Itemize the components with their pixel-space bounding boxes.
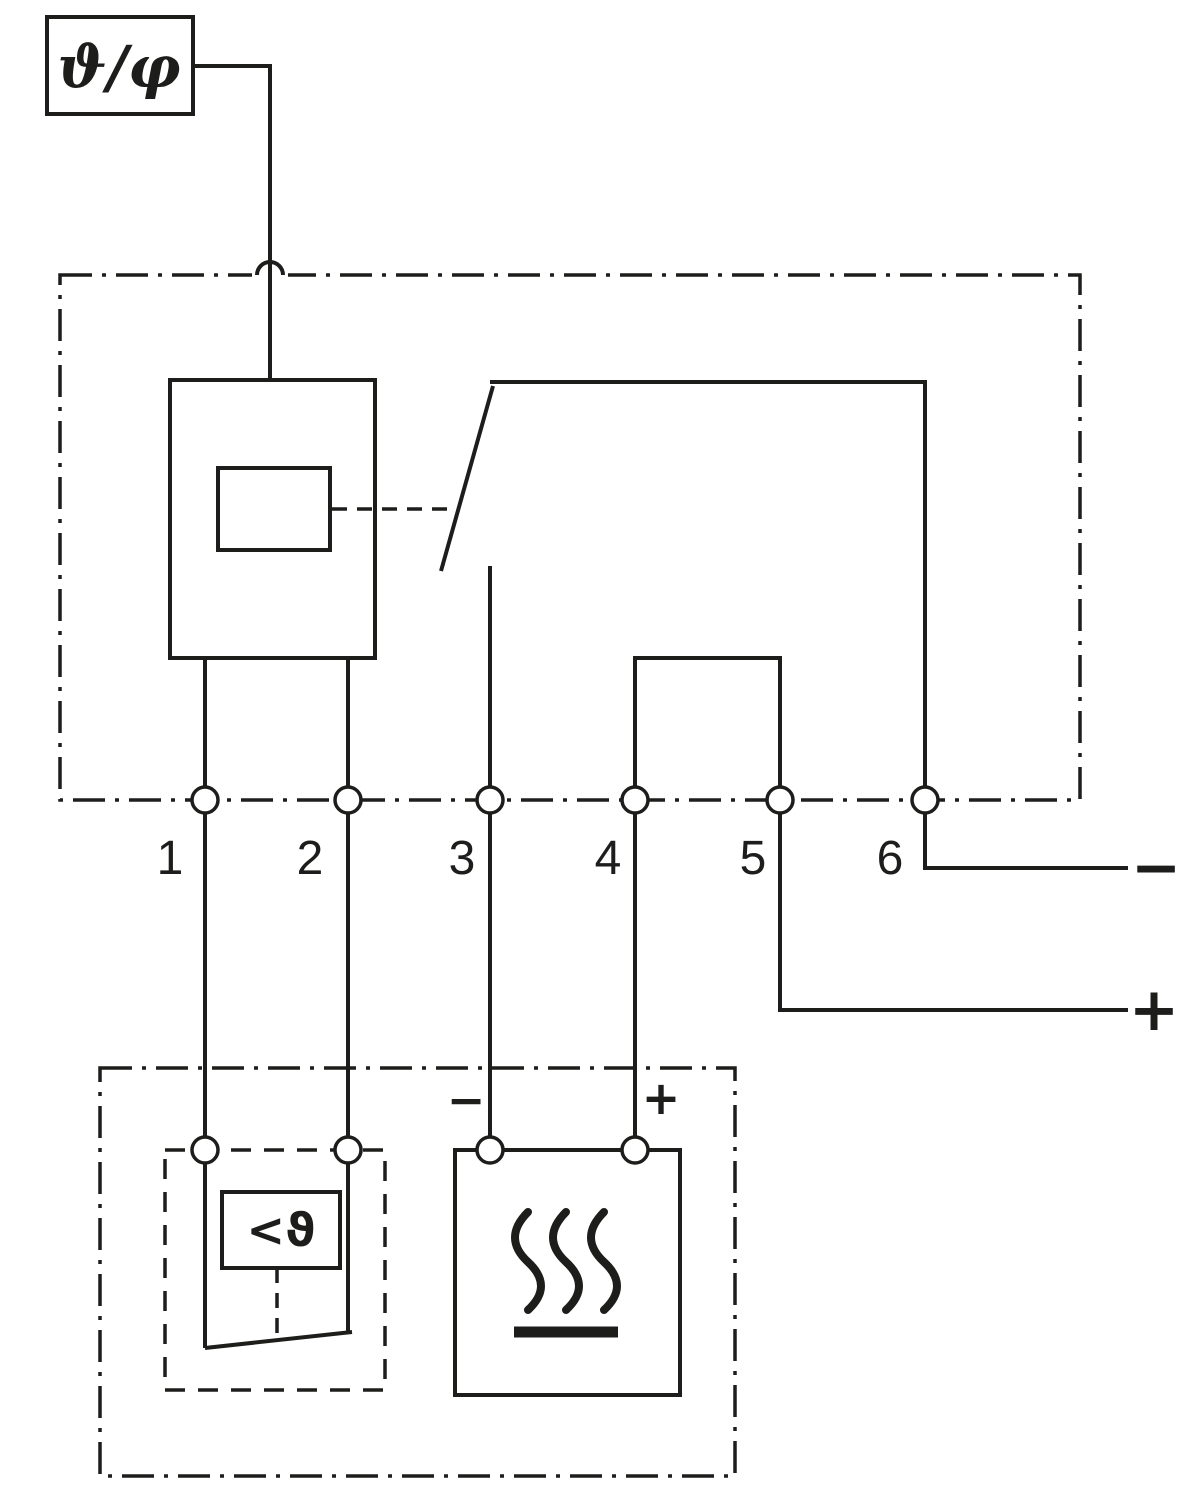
sensor-box [45, 15, 195, 116]
terminal-3-circle [475, 785, 505, 815]
load-enclosure-border [98, 1066, 737, 1478]
terminal-2-label: 2 [297, 832, 324, 885]
switch-top-wire [490, 380, 927, 800]
device-enclosure-border [58, 273, 1082, 802]
bridge-wire-4-5 [633, 656, 782, 800]
heat-wave-1 [511, 1208, 545, 1314]
terminal-5-label: 5 [740, 832, 767, 885]
minus-supply-wire [923, 800, 1128, 870]
sensor-wire [193, 64, 272, 380]
relay-coil-box [216, 466, 332, 552]
heat-wave-3 [587, 1208, 621, 1314]
heating-element-icon [511, 1208, 621, 1338]
thermostat-label: <ϑ [247, 1203, 316, 1257]
minus-supply-label: − [1131, 833, 1181, 903]
sensor-label: ϑ/φ [58, 33, 181, 101]
plus-supply-label: + [1129, 975, 1179, 1045]
thermostat-terminal-2-circle [333, 1135, 363, 1165]
terminal-2-circle [333, 785, 363, 815]
heater-minus-label: − [447, 1073, 486, 1127]
plus-supply-wire [778, 800, 1128, 1012]
heater-terminal-minus-circle [475, 1135, 505, 1165]
switch-blade-icon [439, 385, 495, 572]
terminal-3-label: 3 [449, 832, 476, 885]
terminal-1-label: 1 [157, 832, 184, 885]
terminal-6-circle [910, 785, 940, 815]
terminal-4-label: 4 [595, 832, 622, 885]
heater-terminal-plus-circle [620, 1135, 650, 1165]
terminal-1-circle [190, 785, 220, 815]
thermostat-border [163, 1148, 387, 1392]
thermostat-contact-icon [204, 1330, 353, 1350]
terminal-5-circle [765, 785, 795, 815]
heat-wave-2 [549, 1208, 583, 1314]
heater-box [453, 1148, 682, 1397]
terminal-4-circle [620, 785, 650, 815]
terminal-6-label: 6 [877, 832, 904, 885]
thermostat-terminal-1-circle [190, 1135, 220, 1165]
thermostat-label-box [220, 1190, 342, 1270]
heater-plus-label: + [642, 1071, 681, 1125]
